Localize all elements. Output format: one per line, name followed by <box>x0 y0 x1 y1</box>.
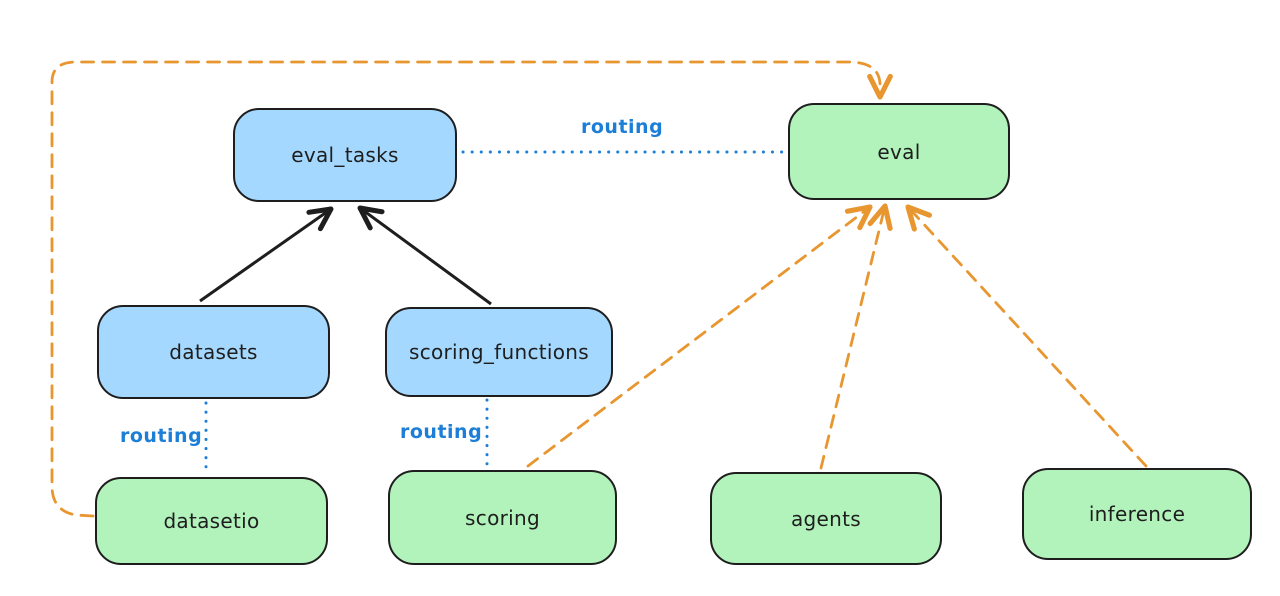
node-datasetio: datasetio <box>95 477 328 565</box>
node-agents: agents <box>710 472 942 565</box>
node-agents-label: agents <box>791 506 861 531</box>
node-inference-label: inference <box>1088 502 1186 526</box>
node-inference: inference <box>1022 468 1252 560</box>
arrow-datasetio-to-eval <box>50 60 893 518</box>
node-scoring-label: scoring <box>465 505 540 530</box>
edge-label-routing-scoring-functions-scoring: routing <box>400 421 483 443</box>
arrow-datasets-to-eval-tasks <box>199 206 334 303</box>
arrow-agents-to-eval <box>819 203 893 470</box>
node-eval-tasks: eval_tasks <box>233 108 457 202</box>
arrow-scoring-functions-to-eval-tasks <box>357 205 492 306</box>
arrow-scoring-to-eval <box>526 204 873 468</box>
node-datasets: datasets <box>97 305 330 399</box>
edge-label-routing-datasets-datasetio: routing <box>120 425 203 447</box>
node-eval-tasks-label: eval_tasks <box>291 143 399 167</box>
node-datasets-label: datasets <box>169 340 258 364</box>
arrow-inference-to-eval <box>905 204 1148 468</box>
node-eval: eval <box>788 103 1010 200</box>
edge-label-routing-eval-tasks-eval: routing <box>581 116 664 138</box>
node-eval-label: eval <box>877 139 921 164</box>
node-datasetio-label: datasetio <box>163 509 260 533</box>
node-scoring: scoring <box>388 470 617 565</box>
node-scoring-functions: scoring_functions <box>385 307 613 397</box>
node-scoring-functions-label: scoring_functions <box>408 340 590 364</box>
